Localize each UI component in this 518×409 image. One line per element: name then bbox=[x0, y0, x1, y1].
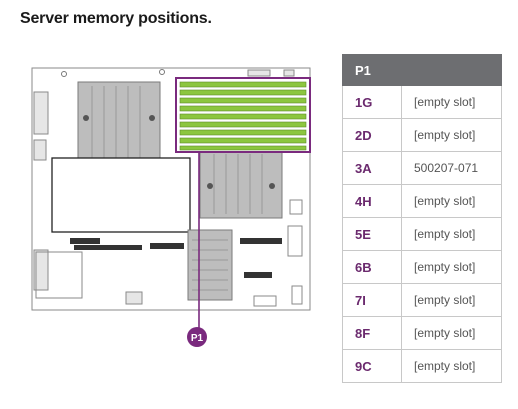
pcie-slot bbox=[240, 238, 282, 244]
table-row: 7I[empty slot] bbox=[342, 283, 502, 317]
slot-part: 500207-071 bbox=[401, 151, 502, 185]
slot-part: [empty slot] bbox=[401, 316, 502, 350]
table-row: 6B[empty slot] bbox=[342, 250, 502, 284]
page-title: Server memory positions. bbox=[20, 10, 212, 27]
slot-id: 3A bbox=[342, 151, 402, 185]
pcie-slot bbox=[244, 272, 272, 278]
slot-part: [empty slot] bbox=[401, 250, 502, 284]
slot-id: 1G bbox=[342, 85, 402, 119]
table-row: 9C[empty slot] bbox=[342, 349, 502, 383]
pcie-slot bbox=[150, 243, 184, 249]
pcie-slot bbox=[74, 245, 142, 250]
rear-io-block bbox=[33, 91, 49, 135]
slot-part: [empty slot] bbox=[401, 118, 502, 152]
heatsink-cpu1 bbox=[199, 149, 283, 219]
processor-marker-label: P1 bbox=[191, 333, 204, 344]
chipset-heatsink bbox=[187, 229, 233, 301]
rear-io-port bbox=[33, 139, 47, 161]
table-row: 1G[empty slot] bbox=[342, 85, 502, 119]
slot-id: 8F bbox=[342, 316, 402, 350]
slot-part: [empty slot] bbox=[401, 85, 502, 119]
expansion-card bbox=[51, 157, 191, 233]
dimm-modules bbox=[179, 81, 307, 151]
slot-part: [empty slot] bbox=[401, 349, 502, 383]
pcie-slot bbox=[70, 238, 100, 244]
heatsink-cpu2 bbox=[77, 81, 161, 163]
slot-id: 9C bbox=[342, 349, 402, 383]
motherboard-diagram: P1 bbox=[31, 67, 311, 347]
table-header-p1: P1 bbox=[342, 54, 502, 86]
processor-marker-circle bbox=[187, 327, 207, 347]
table-row: 4H[empty slot] bbox=[342, 184, 502, 218]
slot-part: [empty slot] bbox=[401, 217, 502, 251]
table-row: 8F[empty slot] bbox=[342, 316, 502, 350]
slot-id: 6B bbox=[342, 250, 402, 284]
slot-part: [empty slot] bbox=[401, 184, 502, 218]
slot-part: [empty slot] bbox=[401, 283, 502, 317]
slot-id: 5E bbox=[342, 217, 402, 251]
slot-id: 4H bbox=[342, 184, 402, 218]
slot-id: 2D bbox=[342, 118, 402, 152]
table-row: 2D[empty slot] bbox=[342, 118, 502, 152]
table-row: 5E[empty slot] bbox=[342, 217, 502, 251]
rear-io-port bbox=[33, 249, 49, 291]
slot-id: 7I bbox=[342, 283, 402, 317]
